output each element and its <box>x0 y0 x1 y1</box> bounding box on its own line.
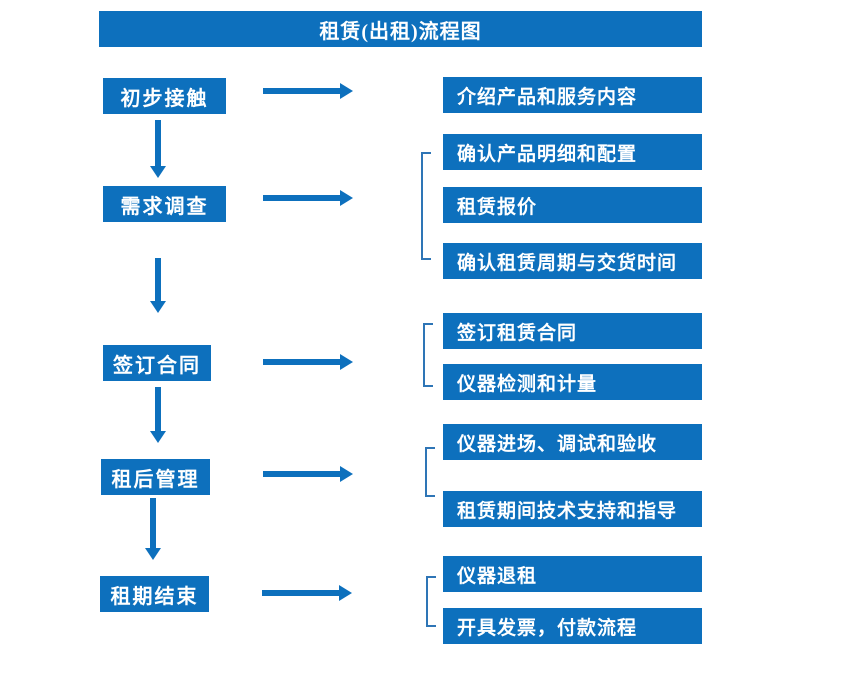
step-box-post-rental-management: 租后管理 <box>101 459 210 495</box>
group-bracket-rental-end <box>426 576 436 627</box>
title-bar: 租赁(出租)流程图 <box>99 11 702 47</box>
flow-arrow-right-5 <box>262 585 352 601</box>
output-label: 仪器检测和计量 <box>457 373 598 395</box>
output-box-instrument-return: 仪器退租 <box>443 556 702 592</box>
group-bracket-post-rental <box>425 447 435 497</box>
output-box-sign-rental-contract: 签订租赁合同 <box>443 313 702 349</box>
flow-arrow-right-3 <box>263 354 353 370</box>
output-box-confirm-rental-period: 确认租赁周期与交货时间 <box>443 243 702 279</box>
flow-arrow-down-2 <box>150 258 166 313</box>
flow-arrow-right-4 <box>263 466 353 482</box>
step-box-rental-end: 租期结束 <box>100 576 209 612</box>
flow-arrow-right-1 <box>263 83 353 99</box>
output-label: 租赁报价 <box>457 196 538 218</box>
output-label: 租赁期间技术支持和指导 <box>457 500 678 522</box>
output-label: 签订租赁合同 <box>457 322 578 344</box>
step-label: 租期结束 <box>110 585 199 608</box>
step-box-initial-contact: 初步接触 <box>103 78 226 114</box>
output-label: 开具发票，付款流程 <box>457 617 638 639</box>
output-label: 介绍产品和服务内容 <box>457 86 638 108</box>
step-label: 初步接触 <box>120 87 209 110</box>
output-box-rental-quote: 租赁报价 <box>443 187 702 223</box>
flow-arrow-down-3 <box>150 387 166 443</box>
output-label: 仪器进场、调试和验收 <box>457 433 658 455</box>
output-box-instrument-setup: 仪器进场、调试和验收 <box>443 424 702 460</box>
output-box-confirm-product-details: 确认产品明细和配置 <box>443 134 702 170</box>
step-label: 租后管理 <box>111 468 200 491</box>
flow-arrow-right-2 <box>263 190 353 206</box>
output-label: 仪器退租 <box>457 565 538 587</box>
output-box-instrument-inspection: 仪器检测和计量 <box>443 364 702 400</box>
group-bracket-demand-survey <box>421 152 431 260</box>
flow-arrow-down-4 <box>145 498 161 560</box>
page-title: 租赁(出租)流程图 <box>319 20 482 43</box>
output-box-invoice-payment: 开具发票，付款流程 <box>443 608 702 644</box>
output-box-technical-support: 租赁期间技术支持和指导 <box>443 491 702 527</box>
output-label: 确认租赁周期与交货时间 <box>457 252 678 274</box>
group-bracket-sign-contract <box>423 323 433 387</box>
flow-arrow-down-1 <box>150 120 166 178</box>
output-box-introduce-products: 介绍产品和服务内容 <box>443 77 702 113</box>
output-label: 确认产品明细和配置 <box>457 143 638 165</box>
step-box-demand-survey: 需求调查 <box>103 186 226 222</box>
step-label: 签订合同 <box>113 354 201 377</box>
step-label: 需求调查 <box>120 195 209 218</box>
step-box-sign-contract: 签订合同 <box>103 345 211 381</box>
